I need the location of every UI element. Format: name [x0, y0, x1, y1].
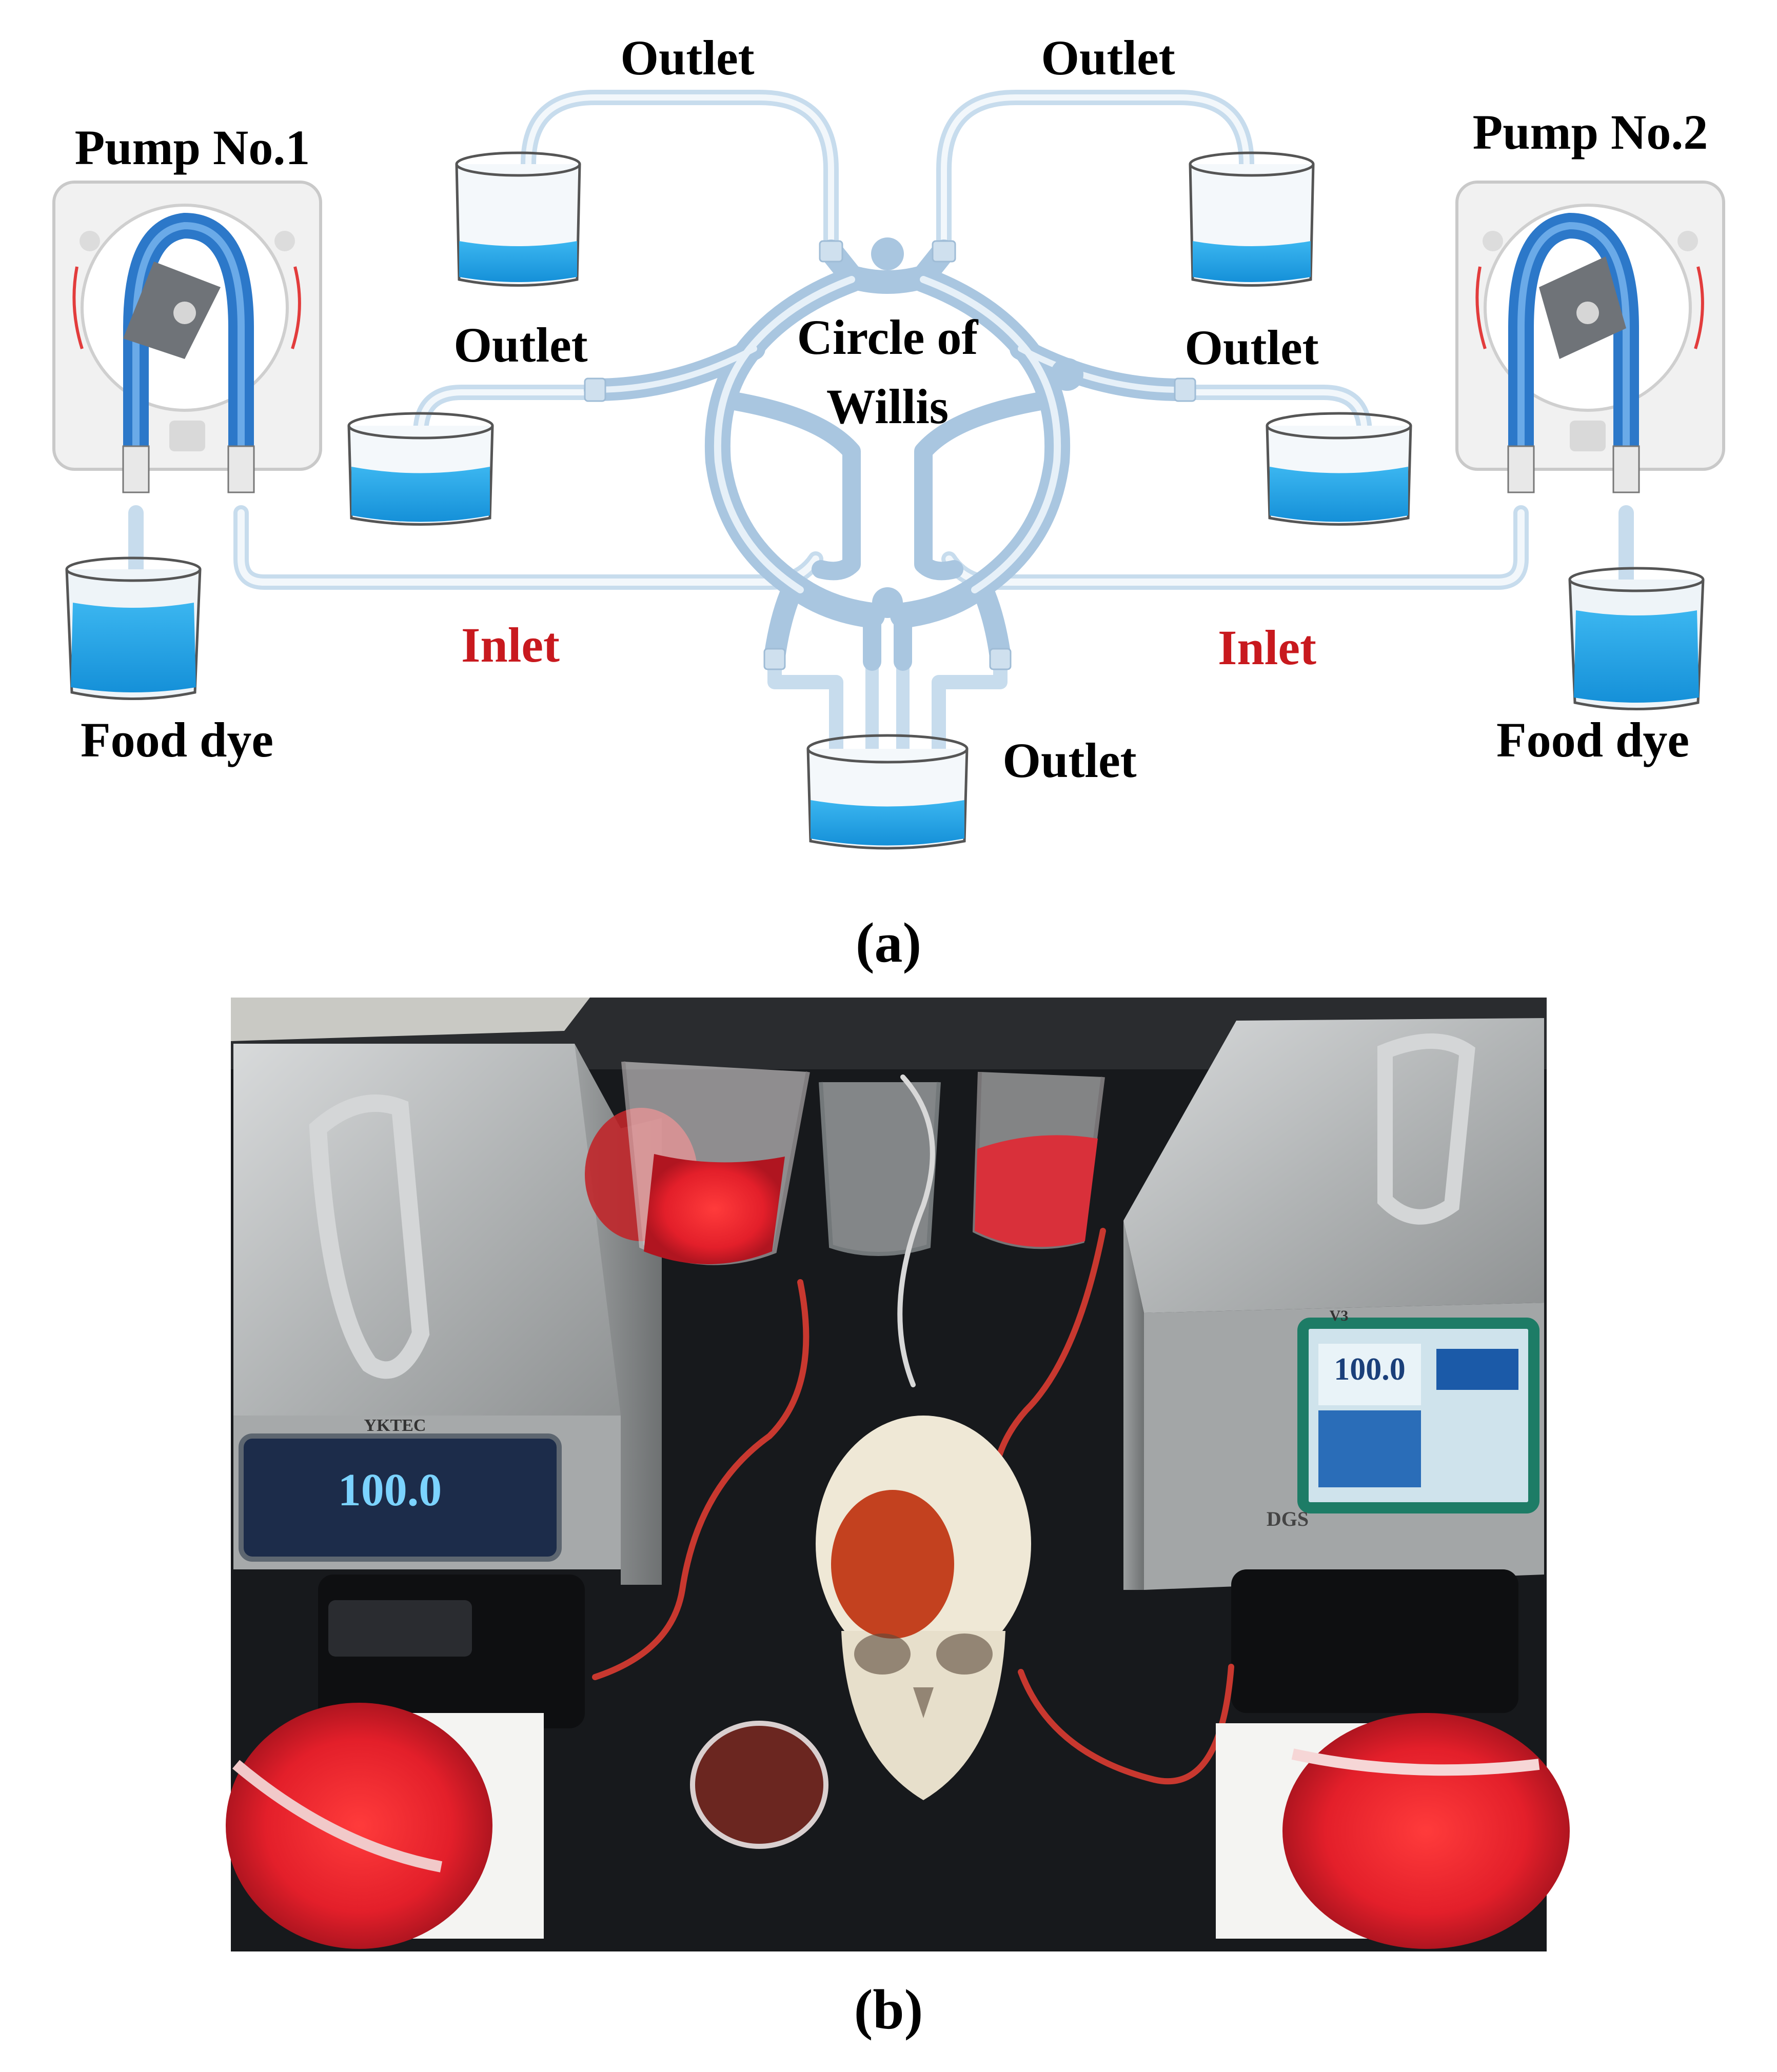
label-outlet-top-right: Outlet — [1041, 30, 1175, 85]
label-pump-no-2: Pump No.2 — [1473, 105, 1708, 160]
panel-a-schematic: Pump No.1 Pump No.2 Outlet Outlet Outlet… — [52, 30, 1725, 974]
pump-photo-right: 100.0 DGS V3 — [1123, 1018, 1544, 1713]
tube-connectors — [584, 240, 1196, 670]
food-dye-beaker-right — [1568, 567, 1705, 710]
caption-a: (a) — [856, 911, 921, 974]
label-inlet-right: Inlet — [1218, 620, 1316, 675]
right-pump-model: V3 — [1330, 1307, 1349, 1324]
food-dye-beaker-left — [65, 556, 202, 700]
label-outlet-bottom: Outlet — [1002, 733, 1136, 788]
right-pump-brand: DGS — [1267, 1507, 1309, 1530]
label-circle-of-willis-line2: Willis — [826, 379, 949, 434]
caption-b: (b) — [854, 1978, 923, 2041]
center-beaker-photo — [690, 1721, 828, 1849]
peristaltic-pump-2 — [1455, 181, 1725, 493]
outlet-beaker-top-left — [455, 151, 581, 287]
left-pump-display: 100.0 — [338, 1465, 442, 1516]
label-pump-no-1: Pump No.1 — [75, 120, 310, 175]
beakers — [65, 151, 1705, 850]
panel-b-photo: 100.0 YKTEC 100.0 DGS V3 — [226, 998, 1570, 2041]
outlet-beaker-bottom — [806, 734, 969, 850]
label-food-dye-left: Food dye — [81, 712, 273, 767]
skull-model-photo — [816, 1416, 1031, 1800]
aneurysm-bulbs — [871, 237, 1083, 618]
label-food-dye-right: Food dye — [1496, 712, 1689, 767]
right-pump-display: 100.0 — [1334, 1352, 1406, 1387]
outlet-tubing — [413, 90, 1372, 771]
dye-beaker-bottom-left — [226, 1703, 544, 1949]
outlet-beaker-mid-left — [347, 412, 494, 526]
label-outlet-mid-right: Outlet — [1184, 320, 1318, 375]
pump-photo-left: 100.0 YKTEC — [233, 1044, 662, 1728]
beakers-photo-top — [585, 1061, 1105, 1265]
outlet-beaker-top-right — [1189, 151, 1315, 287]
label-inlet-left: Inlet — [461, 617, 560, 672]
label-outlet-top-left: Outlet — [620, 30, 754, 85]
circle-of-willis-model — [584, 240, 1191, 671]
peristaltic-pump-1 — [52, 181, 322, 493]
inlet-tubing — [128, 505, 1634, 608]
outlet-beaker-mid-right — [1266, 412, 1412, 526]
label-circle-of-willis-line1: Circle of — [797, 310, 979, 365]
dye-beaker-bottom-right — [1216, 1713, 1570, 1949]
left-pump-brand: YKTEC — [364, 1416, 426, 1435]
label-outlet-mid-left: Outlet — [453, 317, 587, 372]
